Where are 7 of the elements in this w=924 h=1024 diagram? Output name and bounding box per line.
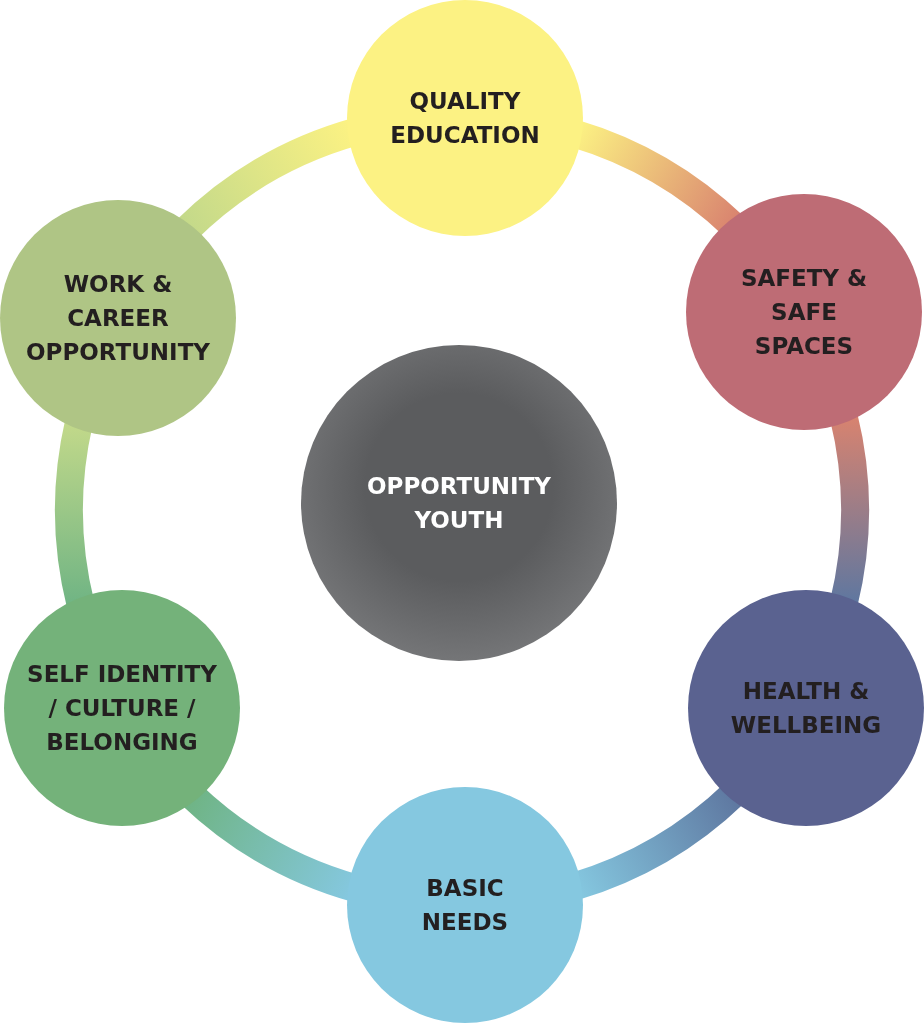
- node-label: QUALITY EDUCATION: [389, 87, 541, 150]
- node-label: OPPORTUNITY YOUTH: [366, 472, 552, 535]
- node-label: SELF IDENTITY / CULTURE / BELONGING: [27, 660, 217, 757]
- node-label: SAFETY & SAFE SPACES: [739, 264, 869, 361]
- node-label: BASIC NEEDS: [420, 874, 510, 937]
- node-label: WORK & CAREER OPPORTUNITY: [25, 270, 211, 367]
- node-label: HEALTH & WELLBEING: [729, 677, 883, 740]
